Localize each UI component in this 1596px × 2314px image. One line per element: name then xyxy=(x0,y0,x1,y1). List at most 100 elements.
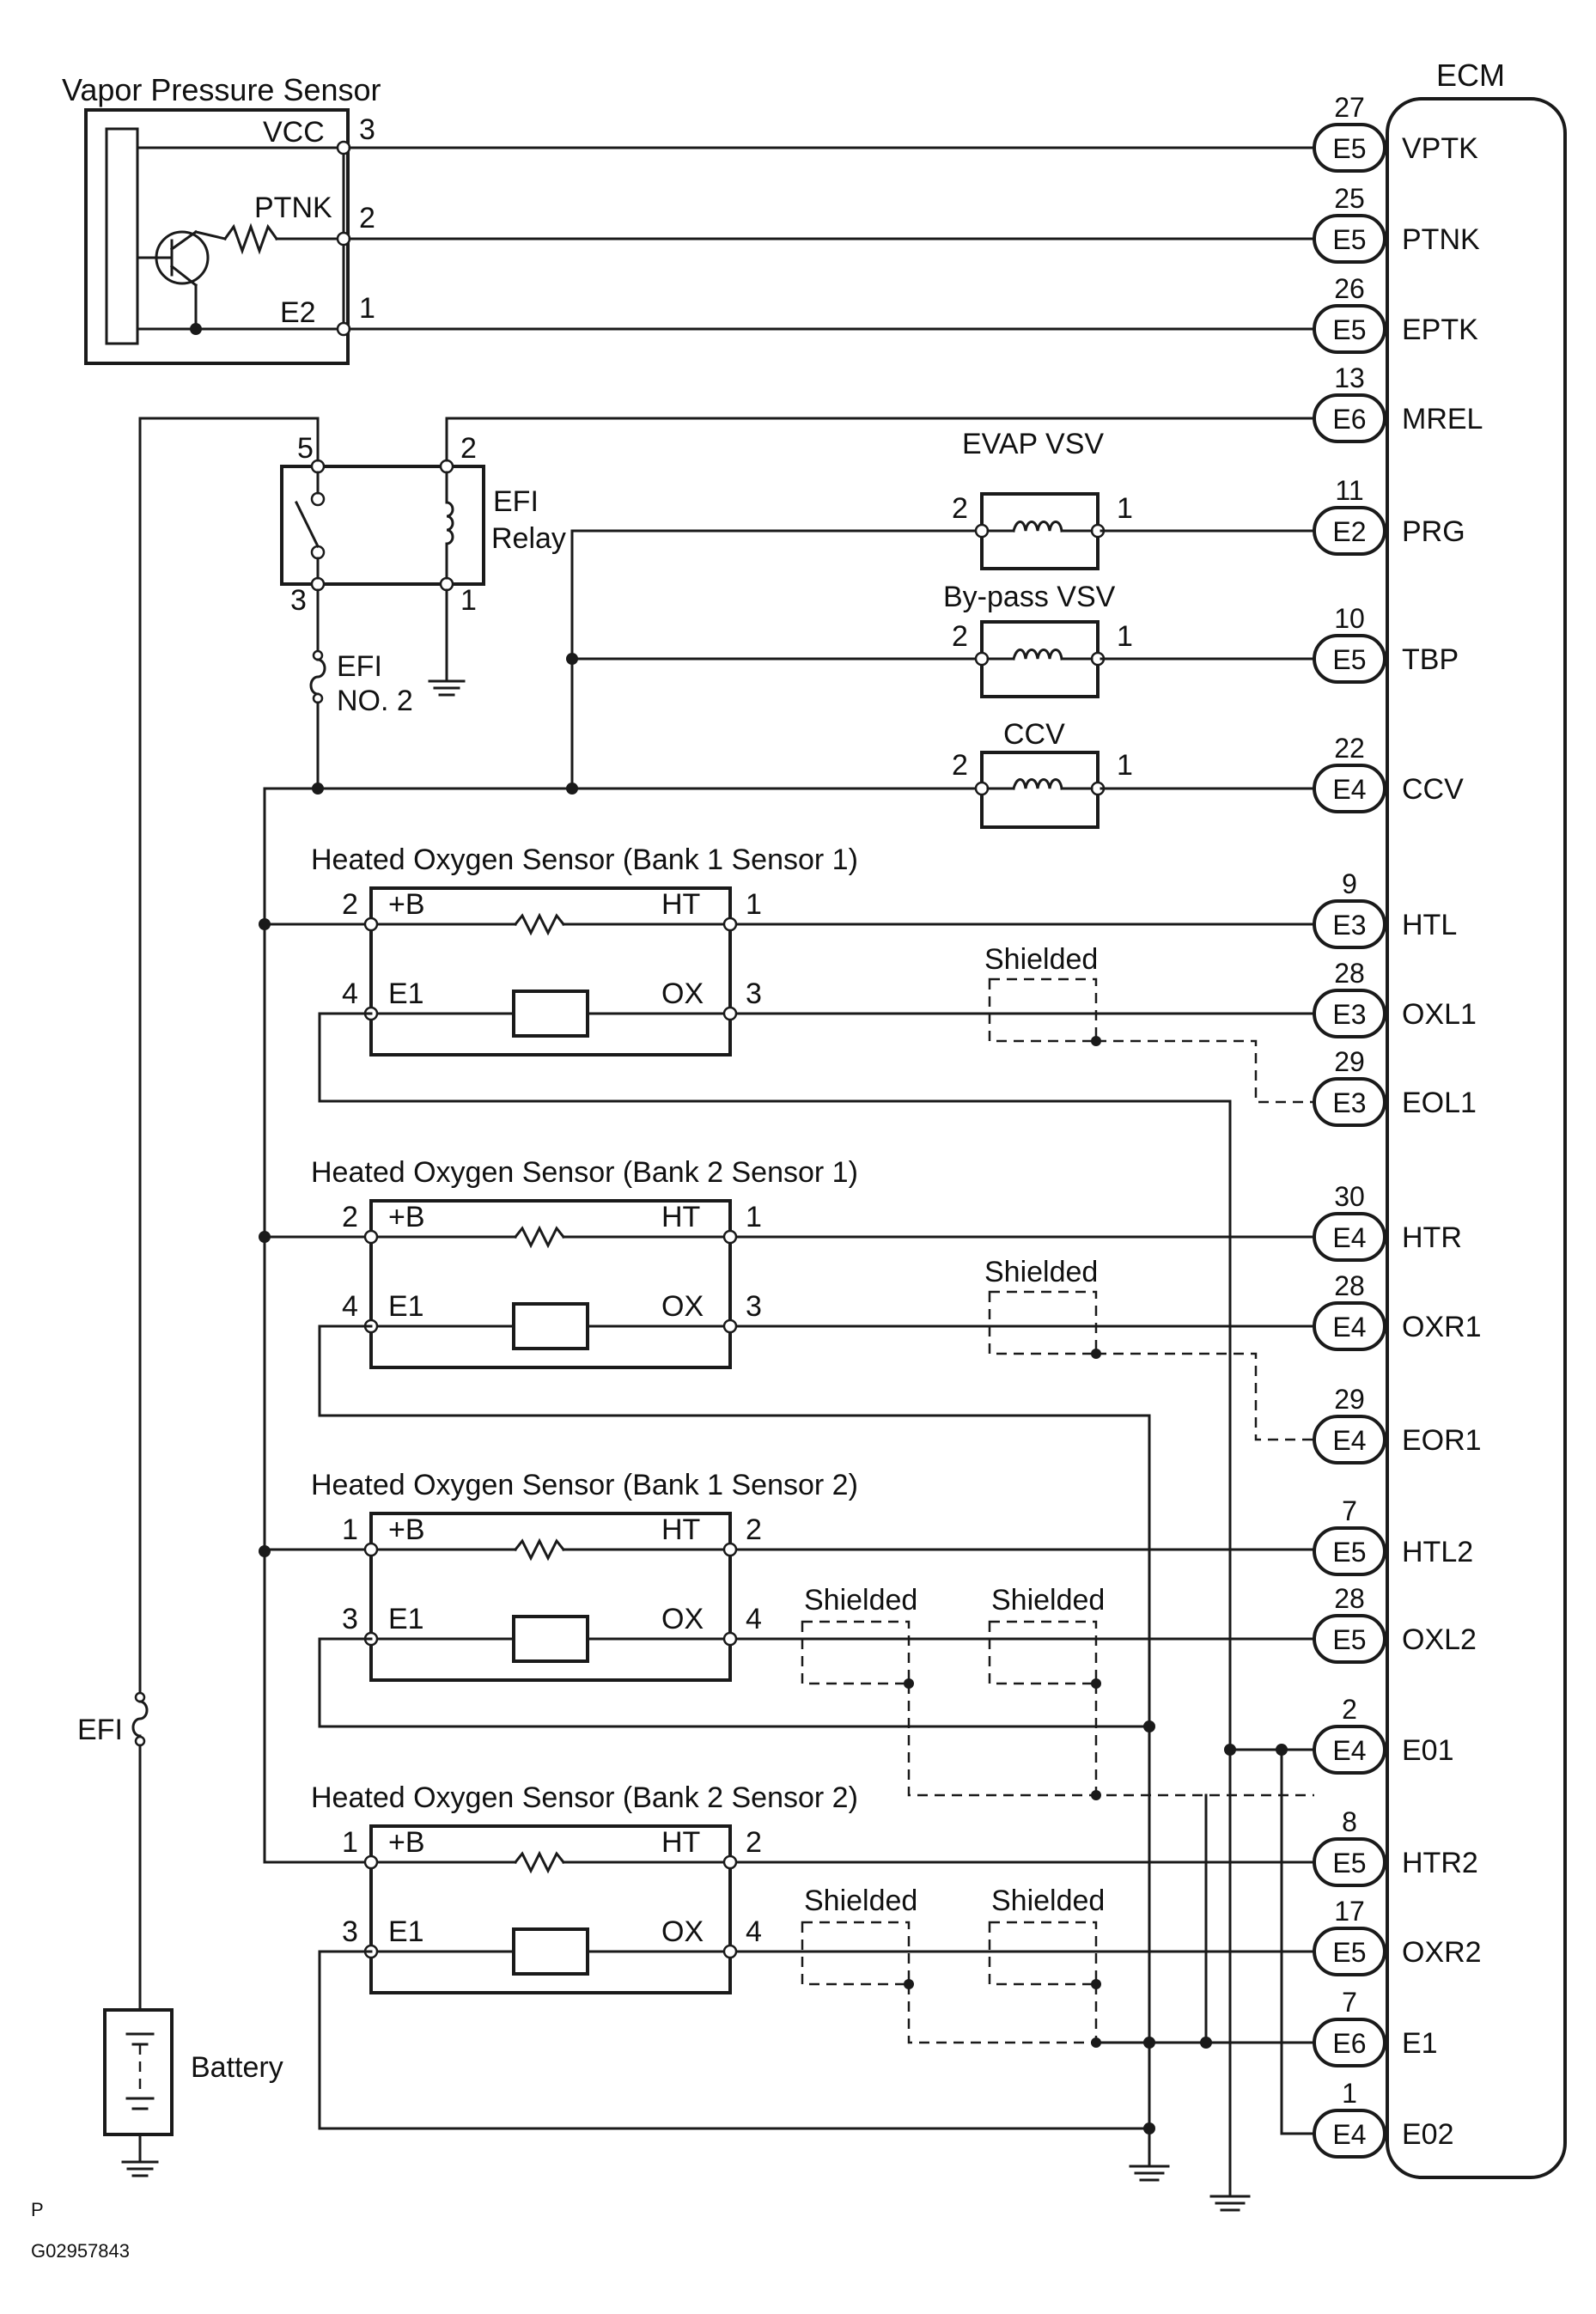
pin-number: 13 xyxy=(1334,362,1365,393)
connector-label: E4 xyxy=(1332,1312,1366,1343)
vapor-sensor-title: Vapor Pressure Sensor xyxy=(62,72,381,107)
relay-pin-1: 1 xyxy=(460,584,477,617)
signal-name: EPTK xyxy=(1402,314,1478,346)
signal-name: OXL1 xyxy=(1402,998,1477,1031)
connector-label: E5 xyxy=(1332,133,1366,164)
pin-e1: 4 xyxy=(342,1290,358,1323)
pin-number: 8 xyxy=(1342,1806,1357,1837)
pin-b: 2 xyxy=(342,1201,358,1233)
bypass-vsv-pin-2: 2 xyxy=(952,620,968,653)
bypass-vsv-label: By-pass VSV xyxy=(943,581,1116,613)
terminal-label-b: +B xyxy=(388,1513,425,1546)
oxygen-sensor-title: Heated Oxygen Sensor (Bank 2 Sensor 1) xyxy=(311,1156,858,1189)
evap-vsv-pin-2: 2 xyxy=(952,492,968,525)
pin-e1: 3 xyxy=(342,1603,358,1635)
pin-e1: 3 xyxy=(342,1915,358,1948)
footer-letter: P xyxy=(31,2199,44,2220)
pin-number: 10 xyxy=(1334,603,1365,634)
connector-label: E3 xyxy=(1332,1087,1366,1118)
terminal-label-ox: OX xyxy=(661,1603,704,1635)
ecm-module: ECM xyxy=(1386,58,1567,2179)
signal-name: OXL2 xyxy=(1402,1623,1477,1656)
shield-label-5: Shielded xyxy=(804,1885,917,1917)
oxygen-sensor-3: Heated Oxygen Sensor (Bank 1 Sensor 2) +B… xyxy=(263,1469,1316,1682)
ptnk-pin: 2 xyxy=(359,202,375,234)
pin-number: 30 xyxy=(1334,1181,1365,1212)
connector-label: E5 xyxy=(1332,1848,1366,1879)
pin-ox: 4 xyxy=(746,1603,762,1635)
terminal-label-ox: OX xyxy=(661,977,704,1010)
connector-label: E5 xyxy=(1332,1624,1366,1655)
signal-name: EOR1 xyxy=(1402,1424,1482,1457)
connector-label: E5 xyxy=(1332,224,1366,255)
pin-number: 1 xyxy=(1342,2078,1357,2109)
pin-number: 28 xyxy=(1334,1270,1365,1301)
terminal-label-ht: HT xyxy=(661,1513,700,1546)
pin-ht: 2 xyxy=(746,1826,762,1859)
connector-label: E5 xyxy=(1332,644,1366,675)
connector-label: E4 xyxy=(1332,1222,1366,1253)
e2-label: E2 xyxy=(280,296,316,329)
terminal-label-b: +B xyxy=(388,1826,425,1859)
connector-label: E6 xyxy=(1332,404,1366,435)
connector-label: E4 xyxy=(1332,774,1366,805)
connector-label: E4 xyxy=(1332,1425,1366,1456)
terminal-label-e1: E1 xyxy=(388,1915,424,1948)
efi-no2-label-2: NO. 2 xyxy=(337,685,413,717)
pin-b: 2 xyxy=(342,888,358,921)
signal-name: HTR xyxy=(1402,1221,1462,1254)
signal-name: HTL2 xyxy=(1402,1536,1473,1568)
terminal-label-ht: HT xyxy=(661,888,700,921)
signal-name: HTR2 xyxy=(1402,1847,1478,1879)
pin-number: 28 xyxy=(1334,958,1365,989)
battery-label: Battery xyxy=(191,2051,283,2084)
vsv-coil-2 xyxy=(974,649,1106,667)
pin-ht: 1 xyxy=(746,1201,762,1233)
shield-label-6: Shielded xyxy=(991,1885,1105,1917)
terminal-label-ht: HT xyxy=(661,1826,700,1859)
terminal-label-b: +B xyxy=(388,1201,425,1233)
pin-number: 17 xyxy=(1334,1896,1365,1927)
connector-label: E4 xyxy=(1332,2119,1366,2150)
pin-ox: 3 xyxy=(746,1290,762,1323)
pin-number: 26 xyxy=(1334,273,1365,304)
terminal-label-e1: E1 xyxy=(388,977,424,1010)
oxygen-sensor-title: Heated Oxygen Sensor (Bank 1 Sensor 2) xyxy=(311,1469,858,1501)
vcc-label: VCC xyxy=(263,116,325,149)
pin-number: 7 xyxy=(1342,1495,1357,1526)
relay-label-1: EFI xyxy=(493,485,539,518)
ccv-label: CCV xyxy=(1003,718,1065,751)
shield-label-2: Shielded xyxy=(984,1256,1098,1288)
efi-fuse-label: EFI xyxy=(77,1714,123,1746)
pin-number: 28 xyxy=(1334,1583,1365,1614)
oxygen-sensor-2: Heated Oxygen Sensor (Bank 2 Sensor 1) +B… xyxy=(263,1156,1316,1369)
pin-number: 27 xyxy=(1334,92,1365,123)
connector-label: E4 xyxy=(1332,1735,1366,1766)
ecm-label: ECM xyxy=(1436,58,1505,93)
terminal-label-ox: OX xyxy=(661,1290,704,1323)
shield-label-3: Shielded xyxy=(804,1584,917,1617)
efi-fuse: EFI xyxy=(77,1691,149,2012)
pin-number: 29 xyxy=(1334,1384,1365,1415)
pin-number: 11 xyxy=(1335,475,1363,506)
connector-label: E3 xyxy=(1332,999,1366,1030)
ccv-pin-2: 2 xyxy=(952,749,968,782)
vsv-coils xyxy=(974,521,1106,796)
signal-name: TBP xyxy=(1402,643,1459,676)
pin-b: 1 xyxy=(342,1826,358,1859)
pin-number: 9 xyxy=(1342,868,1357,899)
e2-pin: 1 xyxy=(359,292,375,325)
